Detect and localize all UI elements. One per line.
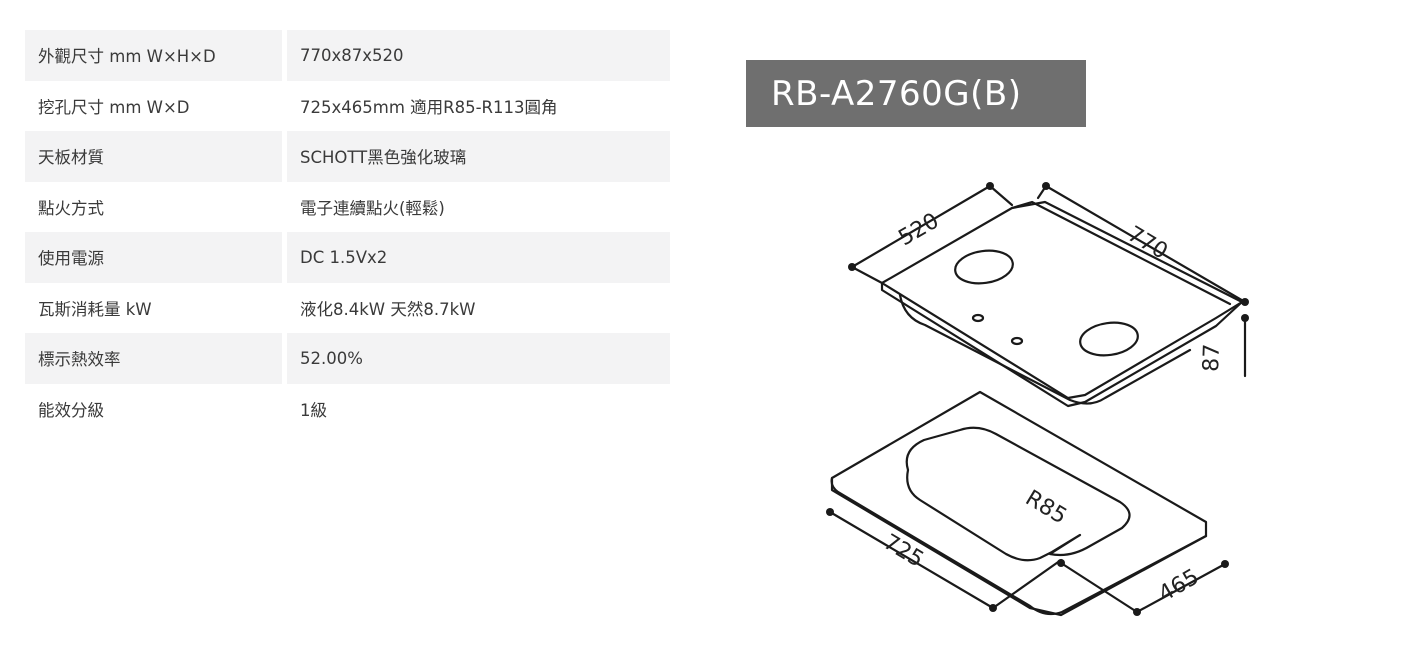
spec-value: 電子連續點火(輕鬆) (300, 198, 445, 218)
dim-label-465: 465 (1155, 565, 1204, 608)
spec-row: 標示熱效率 52.00% (25, 333, 670, 384)
spec-row: 能效分級 1級 (25, 384, 670, 435)
spec-value: 1級 (300, 400, 327, 420)
knob-right (1010, 336, 1024, 346)
counter-thickness (830, 476, 1208, 616)
hob-body (898, 293, 1192, 405)
spec-row: 瓦斯消耗量 kW 液化8.4kW 天然8.7kW (25, 283, 670, 334)
spec-row: 點火方式 電子連續點火(輕鬆) (25, 182, 670, 233)
spec-value: 725x465mm 適用R85-R113圓角 (300, 97, 558, 117)
spec-label: 標示熱效率 (25, 333, 282, 384)
spec-value: 液化8.4kW 天然8.7kW (300, 299, 476, 319)
model-name: RB-A2760G(B) (771, 73, 1022, 114)
spec-value: 52.00% (287, 333, 670, 384)
spec-label: 使用電源 (25, 232, 282, 283)
hob-side (880, 281, 1244, 408)
spec-label: 天板材質 (25, 131, 282, 182)
spec-row: 天板材質 SCHOTT黑色強化玻璃 (25, 131, 670, 182)
dim-label-87: 87 (1199, 343, 1225, 372)
spec-label: 挖孔尺寸 mm W×D (38, 97, 190, 117)
spec-label: 瓦斯消耗量 kW (38, 299, 152, 319)
spec-label: 外觀尺寸 mm W×H×D (25, 30, 282, 81)
knob-left (971, 313, 985, 323)
dim-label-520: 520 (895, 209, 944, 252)
dim-label-r85: R85 (1021, 486, 1071, 530)
spec-label: 能效分級 (38, 400, 104, 420)
spec-row: 外觀尺寸 mm W×H×D 770x87x520 (25, 30, 670, 81)
cutout (905, 426, 1131, 562)
spec-row: 挖孔尺寸 mm W×D 725x465mm 適用R85-R113圓角 (25, 81, 670, 132)
counter-top (830, 390, 1208, 617)
dim-label-770: 770 (1123, 222, 1172, 265)
model-banner: RB-A2760G(B) (746, 60, 1086, 127)
spec-value: SCHOTT黑色強化玻璃 (287, 131, 670, 182)
spec-value: DC 1.5Vx2 (287, 232, 670, 283)
spec-value: 770x87x520 (287, 30, 670, 81)
dim-line-465 (1135, 562, 1227, 614)
dim-line-725 (828, 510, 995, 610)
spec-table: 外觀尺寸 mm W×H×D 770x87x520 挖孔尺寸 mm W×D 725… (25, 30, 670, 434)
dim-line-770 (1044, 184, 1247, 304)
dimension-diagram: 520 770 87 725 465 R85 (826, 182, 1249, 617)
burner-right (1079, 321, 1139, 357)
burner-left (954, 249, 1014, 285)
spec-label: 點火方式 (38, 198, 104, 218)
spec-row: 使用電源 DC 1.5Vx2 (25, 232, 670, 283)
dim-line-520 (850, 184, 992, 269)
